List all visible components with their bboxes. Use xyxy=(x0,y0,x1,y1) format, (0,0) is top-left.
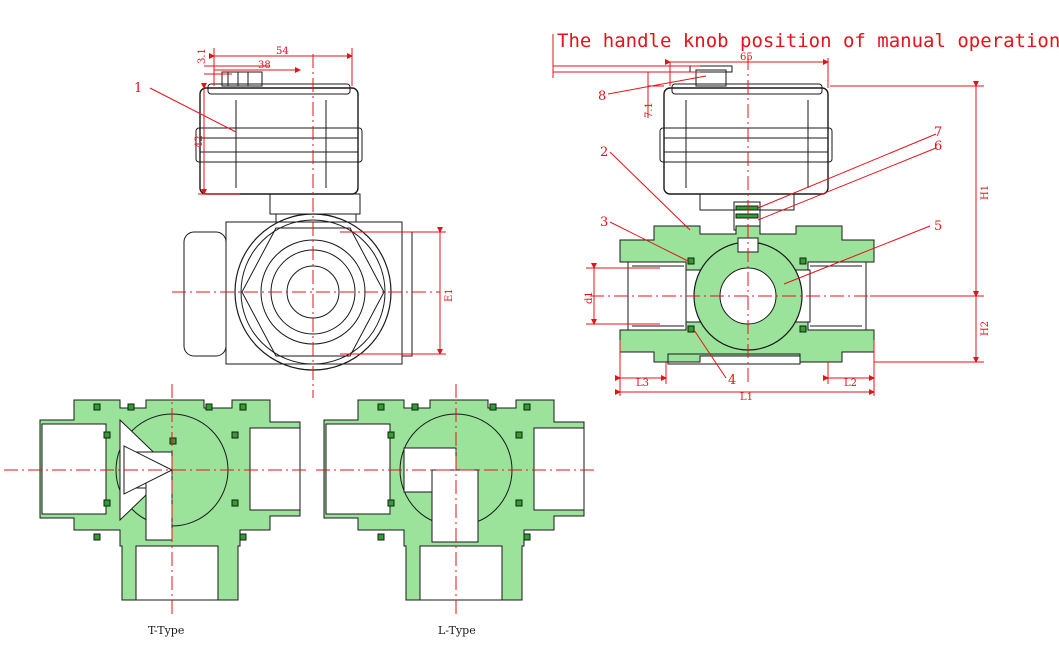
callout-6: 6 xyxy=(934,139,942,154)
dim-H1: H1 xyxy=(980,185,991,200)
callout-1: 1 xyxy=(134,81,142,96)
l-type-section: L-Type xyxy=(316,384,596,637)
dim-7-1: 7.1 xyxy=(644,102,655,118)
caption-l-type: L-Type xyxy=(438,624,476,637)
dim-L1: L1 xyxy=(740,392,753,403)
dim-L3: L3 xyxy=(636,378,649,389)
dim-d1: d1 xyxy=(584,291,595,304)
caption-t-type: T-Type xyxy=(148,624,184,637)
dim-54: 54 xyxy=(276,46,289,57)
dim-L2: L2 xyxy=(844,378,857,389)
callout-3: 3 xyxy=(600,215,608,230)
callout-4: 4 xyxy=(728,373,736,388)
dim-H2: H2 xyxy=(980,321,991,336)
dim-65: 65 xyxy=(740,52,753,63)
callout-2: 2 xyxy=(600,145,608,160)
front-view-dimensions: 54 38 3.1 42 E1 1 xyxy=(134,46,455,355)
actuator-housing xyxy=(199,87,359,195)
callout-8: 8 xyxy=(598,89,606,104)
side-section-view xyxy=(590,56,980,384)
front-view xyxy=(172,54,440,398)
dim-3-1: 3.1 xyxy=(197,48,208,64)
side-view-dimensions: 65 7.1 H1 H2 d1 L1 L2 L3 2 3 4 xyxy=(553,52,991,403)
title-handle-knob: The handle knob position of manual opera… xyxy=(557,30,1059,52)
callout-5: 5 xyxy=(934,219,942,234)
callout-7: 7 xyxy=(934,125,942,140)
dim-42: 42 xyxy=(194,135,205,148)
dim-E1: E1 xyxy=(444,288,455,302)
t-type-section: T-Type xyxy=(4,384,310,637)
